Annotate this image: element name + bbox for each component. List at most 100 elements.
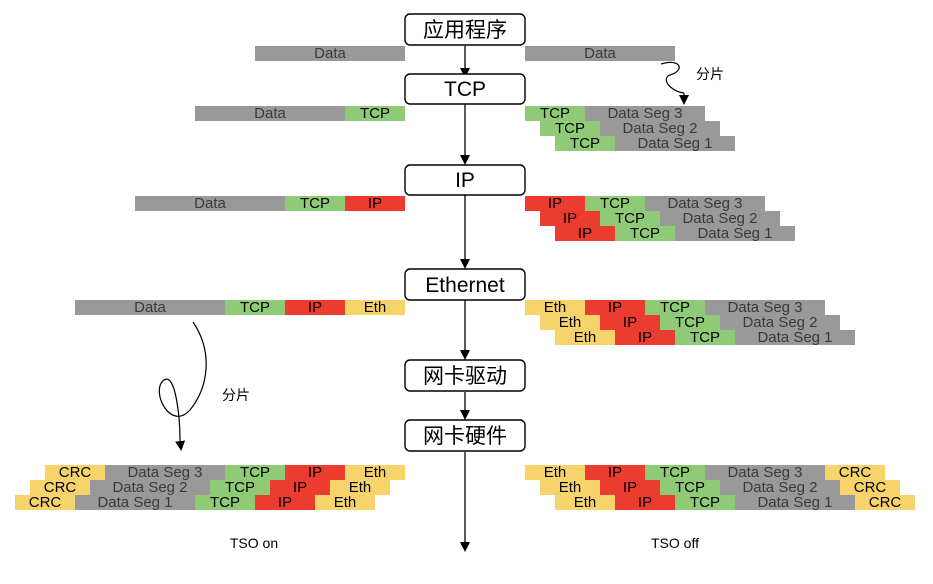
segment-t-label: TCP: [690, 494, 720, 511]
segment-c-block: [855, 495, 915, 510]
segment-d-label: Data: [194, 195, 226, 212]
packet-row: Data: [255, 45, 405, 62]
segment-i-block: [615, 330, 675, 345]
segment-s1-label: Data Seg 1: [97, 494, 172, 511]
segment-c-block: [30, 480, 90, 495]
segment-i-block: [255, 495, 315, 510]
segment-e-label: Eth: [349, 479, 372, 496]
segment-d-block: [525, 46, 675, 61]
segment-i-label: IP: [548, 195, 562, 212]
segment-i-block: [615, 495, 675, 510]
segment-e-label: Eth: [574, 494, 597, 511]
segment-s2-label: Data Seg 2: [742, 314, 817, 331]
layer-driver-label: 网卡驱动: [423, 365, 507, 388]
segment-t-block: [555, 136, 615, 151]
segment-t-block: [345, 106, 405, 121]
layer-hardware-box: [404, 419, 526, 452]
segment-s2-label: Data Seg 2: [682, 210, 757, 227]
packet-row: TCP Data Seg 3: [525, 105, 705, 122]
segment-s1-block: [735, 495, 855, 510]
segment-e-block: [540, 480, 600, 495]
segment-e-label: Eth: [559, 314, 582, 331]
segment-i-label: IP: [308, 299, 322, 316]
segment-e-label: Eth: [364, 464, 387, 481]
segment-e-block: [345, 465, 405, 480]
segment-i-label: IP: [638, 329, 652, 346]
segment-c-label: CRC: [44, 479, 77, 496]
split-arrow-left: [175, 439, 186, 451]
segment-s3-block: [705, 300, 825, 315]
segment-i-label: IP: [578, 225, 592, 242]
segment-i-label: IP: [608, 464, 622, 481]
segment-i-label: IP: [608, 299, 622, 316]
segment-s3-label: Data Seg 3: [607, 105, 682, 122]
segment-i-block: [540, 211, 600, 226]
segment-t-block: [210, 480, 270, 495]
segment-d-label: Data: [314, 45, 346, 62]
segment-e-block: [525, 465, 585, 480]
layer-ip: IP: [404, 164, 526, 196]
segment-d-label: Data: [254, 105, 286, 122]
segment-t-label: TCP: [225, 479, 255, 496]
segment-t-block: [645, 465, 705, 480]
segment-t-block: [285, 196, 345, 211]
segment-t-block: [525, 106, 585, 121]
segment-c-block: [45, 465, 105, 480]
segment-s1-label: Data Seg 1: [637, 135, 712, 152]
split-label-top: 分片: [696, 66, 724, 82]
segment-e-block: [330, 480, 390, 495]
segment-e-block: [555, 495, 615, 510]
segment-s1-block: [75, 495, 195, 510]
segment-t-label: TCP: [540, 105, 570, 122]
segment-s3-block: [705, 465, 825, 480]
segment-s3-label: Data Seg 3: [667, 195, 742, 212]
segment-t-block: [660, 315, 720, 330]
segment-e-label: Eth: [544, 299, 567, 316]
packet-row: Data: [525, 45, 675, 62]
segment-i-block: [585, 300, 645, 315]
segment-i-block: [345, 196, 405, 211]
segment-i-label: IP: [623, 314, 637, 331]
segment-i-label: IP: [308, 464, 322, 481]
layer-hardware-label: 网卡硬件: [423, 425, 507, 448]
segment-c-block: [840, 480, 900, 495]
layer-tcp: TCP: [404, 73, 526, 105]
segment-s3-label: Data Seg 3: [127, 464, 202, 481]
segment-c-label: CRC: [29, 494, 62, 511]
segment-e-block: [525, 300, 585, 315]
segment-s3-block: [645, 196, 765, 211]
segment-t-block: [225, 465, 285, 480]
segment-d-block: [195, 106, 345, 121]
segment-i-label: IP: [623, 479, 637, 496]
segment-c-block: [15, 495, 75, 510]
segment-s2-block: [660, 211, 780, 226]
segment-s2-block: [720, 315, 840, 330]
segment-s3-block: [585, 106, 705, 121]
segment-i-block: [285, 300, 345, 315]
segment-e-block: [345, 300, 405, 315]
layer-app-box: [404, 13, 526, 46]
segment-e-label: Eth: [334, 494, 357, 511]
segment-e-label: Eth: [544, 464, 567, 481]
segment-t-label: TCP: [615, 210, 645, 227]
segment-d-label: Data: [134, 299, 166, 316]
segment-t-block: [600, 211, 660, 226]
segment-t-label: TCP: [240, 299, 270, 316]
segment-d-block: [135, 196, 285, 211]
segment-i-label: IP: [278, 494, 292, 511]
layer-driver: 网卡驱动: [404, 359, 526, 392]
layer-driver-box: [404, 359, 526, 392]
segment-t-label: TCP: [690, 329, 720, 346]
segment-s3-block: [105, 465, 225, 480]
layer-ip-label: IP: [455, 169, 475, 192]
